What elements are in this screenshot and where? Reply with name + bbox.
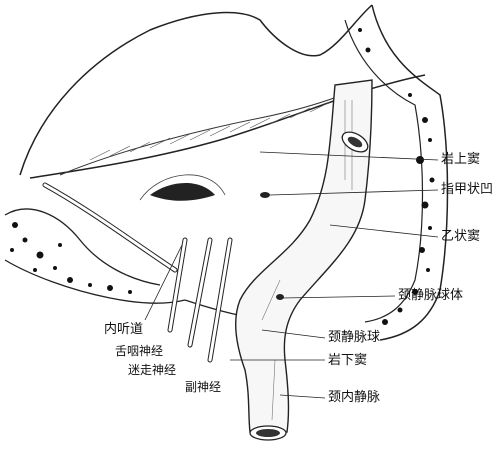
label-internal-acoustic-meatus: 内听道 [104,322,144,337]
label-jugular-bulb: 颈静脉球 [328,330,381,345]
tentorium-hatching [89,101,331,161]
label-vagus-nerve: 迷走神经 [128,363,177,377]
meatus-rim [139,174,226,201]
accessory-nerve-fill [208,238,232,362]
label-inferior-petrosal-sinus: 岩下窦 [328,353,368,368]
label-glossopharyngeal-nerve: 舌咽神经 [115,344,164,358]
internal-acoustic-meatus [150,182,215,201]
leader-sigmoid-fossa [269,189,439,196]
leader-sigmoid-sinus [329,224,439,238]
skull-outline [19,4,373,176]
jugular-bulb-body-mark [276,294,284,300]
glossopharyngeal-nerve-fill [168,238,187,332]
label-sigmoid-sinus: 乙状窦 [441,229,481,244]
temporal-bone-outline [4,208,161,286]
sigmoid-fossa-pit [260,192,270,198]
occipital-wall-outer [371,4,449,341]
ijv-cut-bottom-lumen [256,429,280,437]
leader-jugular-bulb [261,329,326,339]
vagus-nerve-fill [188,238,212,347]
label-jugular-bulb-body: 颈静脉球体 [398,288,464,303]
sinus-cut-top-lumen [347,136,363,148]
leader-internal-acoustic-meatus [144,244,183,321]
petrous-ridge [29,74,426,179]
temporal-bone-lower [4,259,186,304]
diploe-dots-right [358,28,435,325]
diploe-dots-left [10,222,132,294]
label-superior-petrosal-sinus: 岩上窦 [441,152,481,167]
occipital-wall-inner [344,19,424,323]
leader-superior-petrosal-sinus [259,151,439,161]
leader-jugular-bulb-body [281,295,396,299]
sigmoid-sinus-vessel [235,79,373,433]
leader-lines [144,151,439,399]
label-sigmoid-fossa: 指甲状凹 [441,182,494,197]
vestibulocochlear-nerve-inner [43,183,177,272]
label-accessory-nerve: 副神经 [185,380,222,394]
label-internal-jugular-vein: 颈内静脉 [328,390,381,405]
tentorium-edge [59,91,351,176]
leader-internal-jugular-vein [279,394,326,399]
